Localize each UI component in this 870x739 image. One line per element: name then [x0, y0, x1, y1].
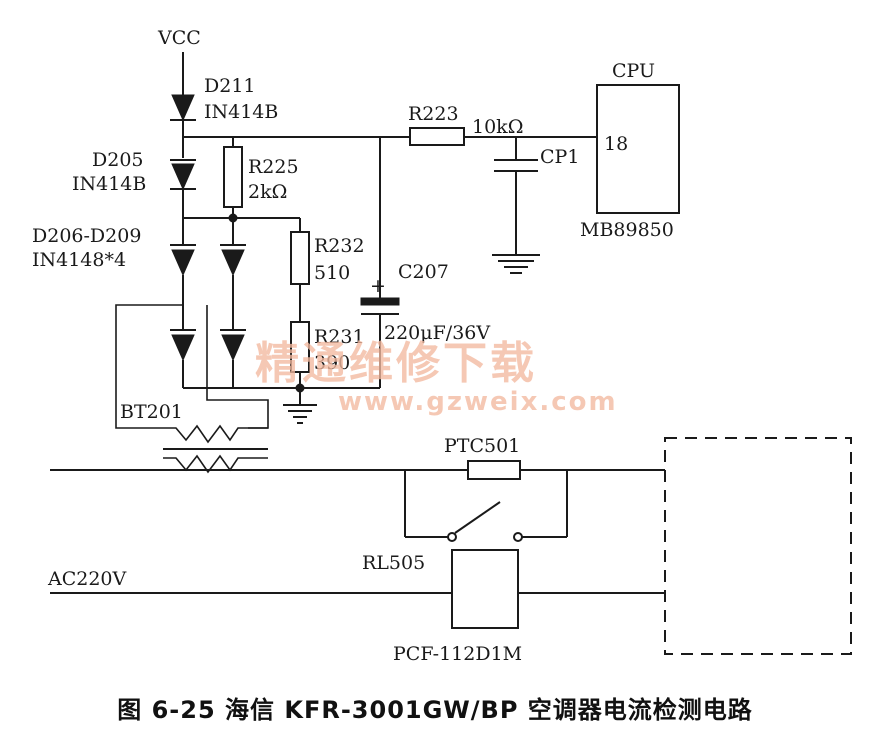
cpu-pin-label: 18 — [604, 133, 628, 155]
cpu-label: CPU — [612, 60, 655, 82]
bridge-diodes: D206-D209 IN4148*4 — [32, 218, 246, 388]
bt201-label: BT201 — [120, 401, 183, 423]
d211-part-label: IN414B — [204, 101, 278, 123]
c207-plus: + — [370, 275, 386, 297]
cpu-part-label: MB89850 — [580, 219, 674, 241]
r231-value: 390 — [314, 352, 350, 374]
r223-value: 10kΩ — [472, 116, 523, 138]
d206-label: D206-D209 — [32, 225, 141, 247]
transformer-bt201: BT201 — [115, 304, 269, 474]
ptc-relay-block: PTC501 — [404, 435, 568, 542]
r225-value: 2kΩ — [248, 181, 287, 203]
resistor-r223: R223 10kΩ — [408, 103, 597, 146]
r232-value: 510 — [314, 262, 350, 284]
r232-label: R232 — [314, 235, 365, 257]
load-box — [664, 437, 852, 655]
cpu-chip: CPU 18 MB89850 — [580, 60, 680, 241]
watermark: 精通维修下载 www.gzweix.com — [255, 338, 618, 417]
r225-label: R225 — [248, 156, 299, 178]
diode-d205: D205 IN414B — [72, 149, 196, 245]
relay-rl505: RL505 PCF-112D1M — [362, 549, 522, 665]
ptc501-label: PTC501 — [444, 435, 520, 457]
watermark-text: 精通维修下载 — [255, 338, 537, 389]
vcc-rail: VCC — [157, 27, 201, 90]
r223-label: R223 — [408, 103, 459, 125]
circuit-diagram: VCC D211 IN414B D205 IN414B R225 2kΩ — [32, 27, 852, 665]
ac220v-label: AC220V — [47, 568, 127, 590]
resistor-r232: R232 510 — [290, 218, 365, 322]
d205-part-label: IN414B — [72, 173, 146, 195]
d205-label: D205 — [92, 149, 144, 171]
resistor-r231: R231 390 — [290, 321, 365, 405]
c207-value: 220μF/36V — [384, 322, 490, 344]
d206-part-label: IN4148*4 — [32, 249, 126, 271]
figure-caption: 图 6-25 海信 KFR-3001GW/BP 空调器电流检测电路 — [117, 696, 753, 724]
relay-part-label: PCF-112D1M — [393, 643, 522, 665]
ground-symbol-r231 — [283, 404, 317, 424]
vcc-label: VCC — [157, 27, 201, 49]
diode-d211: D211 IN414B — [170, 75, 278, 158]
capacitor-c207: + C207 220μF/36V — [360, 137, 490, 388]
c207-label: C207 — [398, 261, 449, 283]
watermark-url: www.gzweix.com — [338, 387, 618, 417]
cp1-label: CP1 — [540, 146, 579, 168]
d211-label: D211 — [204, 75, 256, 97]
r231-label: R231 — [314, 326, 365, 348]
rl505-label: RL505 — [362, 552, 425, 574]
capacitor-cp1: CP1 — [492, 137, 579, 274]
resistor-r225: R225 2kΩ — [223, 137, 299, 218]
